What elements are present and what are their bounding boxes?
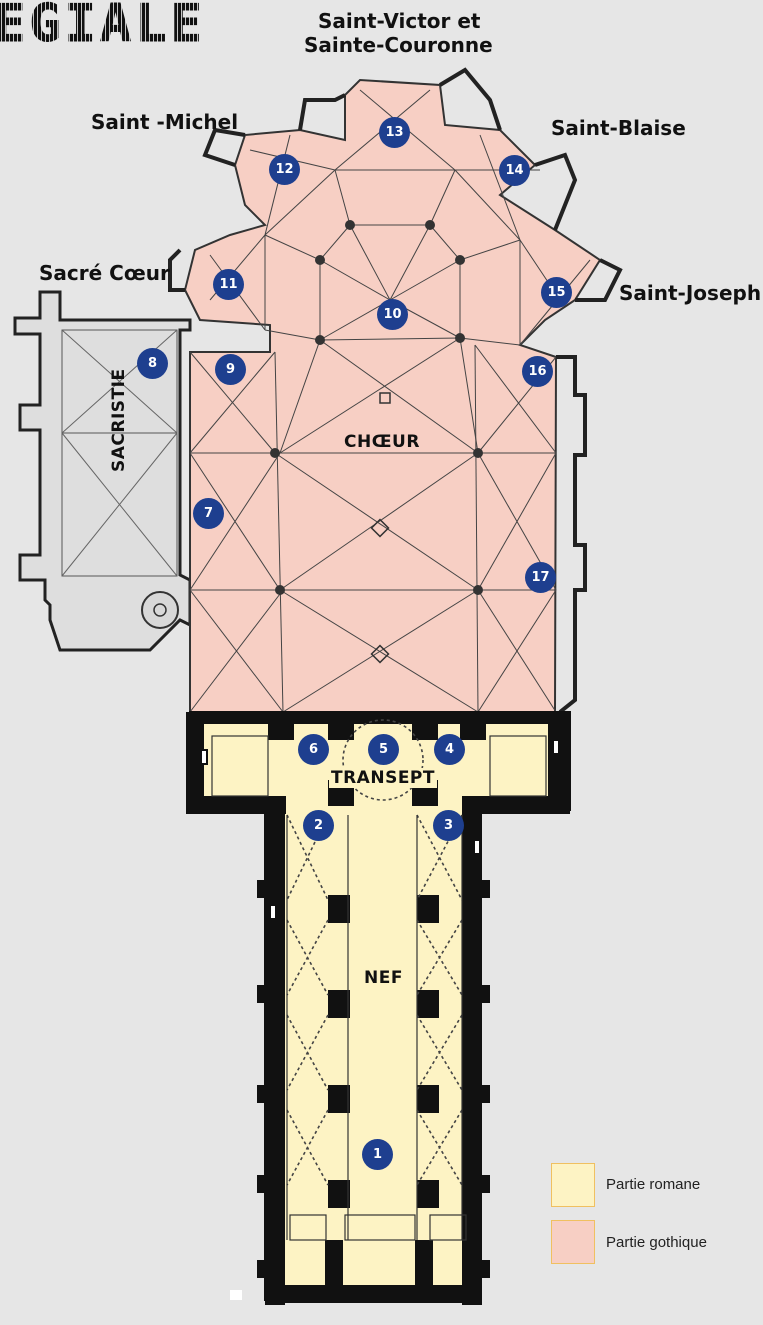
zone-label-sacristie: SACRISTIE [109,368,129,472]
marker-8[interactable]: 8 [137,348,168,379]
marker-1[interactable]: 1 [362,1139,393,1170]
marker-17[interactable]: 17 [525,562,556,593]
chapel-label-sacre-coeur: Sacré Cœur [39,261,170,285]
chapel-label-saint-joseph: Saint-Joseph [619,281,762,305]
marker-14[interactable]: 14 [499,155,530,186]
zone-label-transept: TRANSEPT [329,768,437,788]
chapel-label-saint-michel: Saint -Michel [91,110,239,134]
zone-label-nef: NEF [364,968,403,988]
marker-2[interactable]: 2 [303,810,334,841]
marker-13[interactable]: 13 [379,117,410,148]
marker-3[interactable]: 3 [433,810,464,841]
legend-swatch-romane [551,1163,595,1207]
chapel-label-sainte-couronne: Sainte-Couronne [304,33,493,57]
marker-12[interactable]: 12 [269,154,300,185]
chapel-label-saint-blaise: Saint-Blaise [551,116,686,140]
chapel-label-saint-victor: Saint-Victor et [318,9,481,33]
gothic-choir [168,67,623,714]
romanesque-nave [186,711,571,1305]
marker-9[interactable]: 9 [215,354,246,385]
zone-label-choeur: CHŒUR [344,432,420,452]
page-title: EGIALE [0,0,206,51]
legend-swatch-gothique [551,1220,595,1264]
marker-11[interactable]: 11 [213,269,244,300]
marker-6[interactable]: 6 [298,734,329,765]
sacristie-annex [13,290,192,652]
marker-4[interactable]: 4 [434,734,465,765]
legend-label-romane: Partie romane [606,1176,701,1193]
window-marks [200,739,560,920]
marker-15[interactable]: 15 [541,277,572,308]
marker-5[interactable]: 5 [368,734,399,765]
marker-16[interactable]: 16 [522,356,553,387]
marker-7[interactable]: 7 [193,498,224,529]
marker-10[interactable]: 10 [377,299,408,330]
legend-label-gothique: Partie gothique [606,1234,707,1251]
